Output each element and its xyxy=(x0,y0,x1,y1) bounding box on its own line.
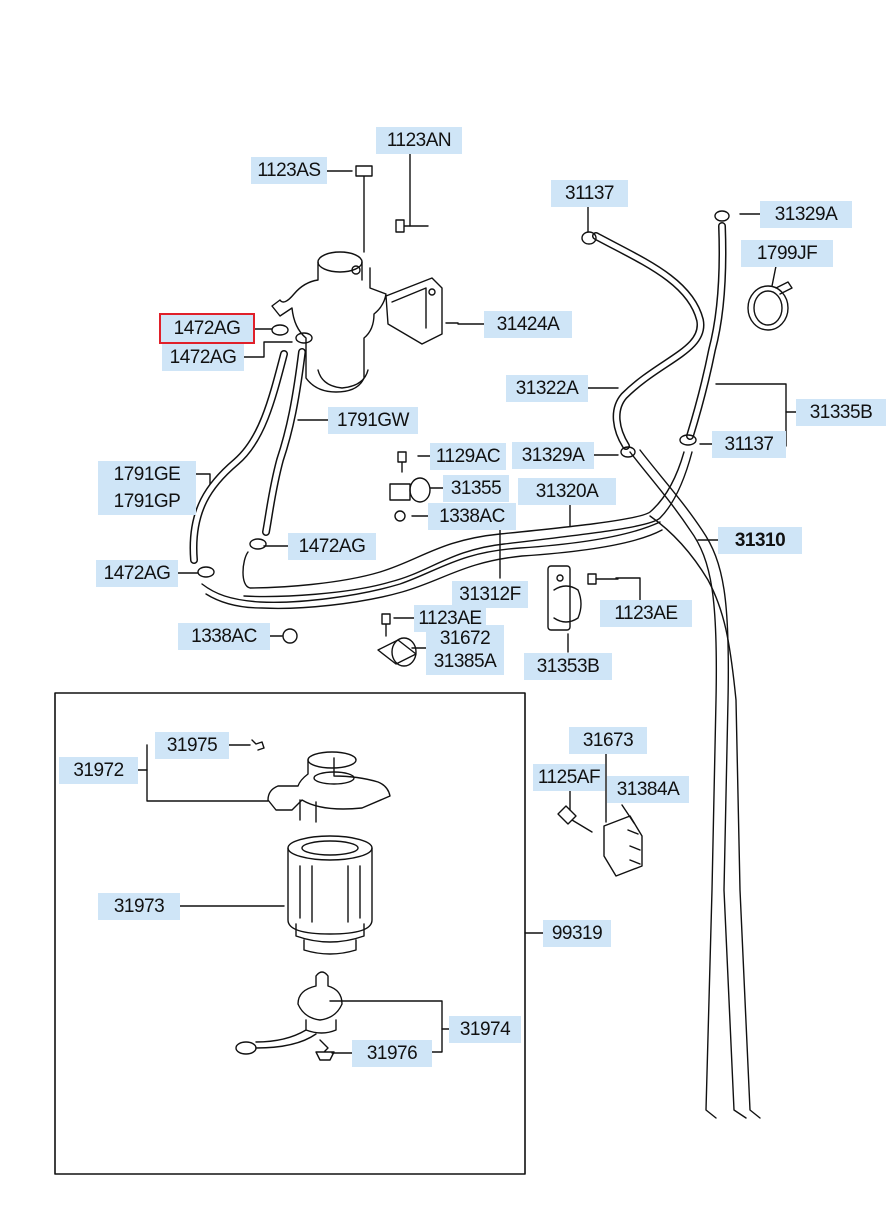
part-label-1791gp[interactable]: 1791GP xyxy=(98,488,196,515)
bolts xyxy=(251,165,619,833)
clip-31384a xyxy=(603,815,643,877)
part-label-31335b[interactable]: 31335B xyxy=(796,399,886,426)
part-label-31673[interactable]: 31673 xyxy=(569,727,647,754)
bracket-31424a xyxy=(385,277,443,345)
part-label-31976[interactable]: 31976 xyxy=(352,1040,432,1067)
part-label-31972[interactable]: 31972 xyxy=(59,757,138,784)
part-label-31424a[interactable]: 31424A xyxy=(484,311,572,338)
part-label-1472ag-left[interactable]: 1472AG xyxy=(96,560,178,587)
part-label-99319[interactable]: 99319 xyxy=(543,920,611,947)
part-label-1129ac[interactable]: 1129AC xyxy=(430,443,506,470)
part-label-1472ag-selected[interactable]: 1472AG xyxy=(159,313,255,344)
sensor-31974 xyxy=(235,971,343,1061)
part-label-1472ag-mid[interactable]: 1472AG xyxy=(288,533,376,560)
band-clamp-1799jf xyxy=(747,281,793,331)
fuel-pipes xyxy=(189,222,761,1119)
hose-clamps xyxy=(197,210,730,644)
part-label-31312f[interactable]: 31312F xyxy=(452,581,528,608)
part-label-31385a[interactable]: 31385A xyxy=(426,648,504,675)
clip-31355 xyxy=(389,477,431,503)
part-label-31137-top[interactable]: 31137 xyxy=(551,180,628,207)
part-label-31975[interactable]: 31975 xyxy=(155,732,229,759)
part-label-1338ac-top[interactable]: 1338AC xyxy=(428,503,516,530)
part-label-31973[interactable]: 31973 xyxy=(98,893,180,920)
part-label-31384a[interactable]: 31384A xyxy=(607,776,689,803)
part-label-1791ge[interactable]: 1791GE xyxy=(98,461,196,488)
part-label-31137[interactable]: 31137 xyxy=(712,431,786,458)
filter-assembly-box xyxy=(54,692,526,1175)
part-label-31320a[interactable]: 31320A xyxy=(518,478,616,505)
clip-31385a xyxy=(377,637,417,667)
part-label-31329a[interactable]: 31329A xyxy=(512,442,594,469)
part-label-1125af[interactable]: 1125AF xyxy=(533,764,605,791)
part-label-31329a-top[interactable]: 31329A xyxy=(760,201,852,228)
part-label-1123ae-right[interactable]: 1123AE xyxy=(600,600,692,627)
part-label-1123an[interactable]: 1123AN xyxy=(376,127,462,154)
part-label-1799jf[interactable]: 1799JF xyxy=(741,240,833,267)
part-label-1472ag[interactable]: 1472AG xyxy=(162,344,244,371)
fuel-separator-unit xyxy=(271,251,387,393)
part-label-31355[interactable]: 31355 xyxy=(443,475,509,502)
filter-head-31972 xyxy=(267,751,391,823)
part-label-1123as[interactable]: 1123AS xyxy=(251,157,327,184)
part-label-31974[interactable]: 31974 xyxy=(449,1016,521,1043)
part-label-31672[interactable]: 31672 xyxy=(426,625,504,652)
clip-31353b xyxy=(547,565,582,631)
part-label-1338ac[interactable]: 1338AC xyxy=(178,623,270,650)
part-label-1791gw[interactable]: 1791GW xyxy=(328,407,418,434)
part-label-31322a[interactable]: 31322A xyxy=(506,375,588,402)
filter-element-31973 xyxy=(287,835,373,955)
part-label-31310[interactable]: 31310 xyxy=(718,527,802,554)
part-label-31353b[interactable]: 31353B xyxy=(524,653,612,680)
